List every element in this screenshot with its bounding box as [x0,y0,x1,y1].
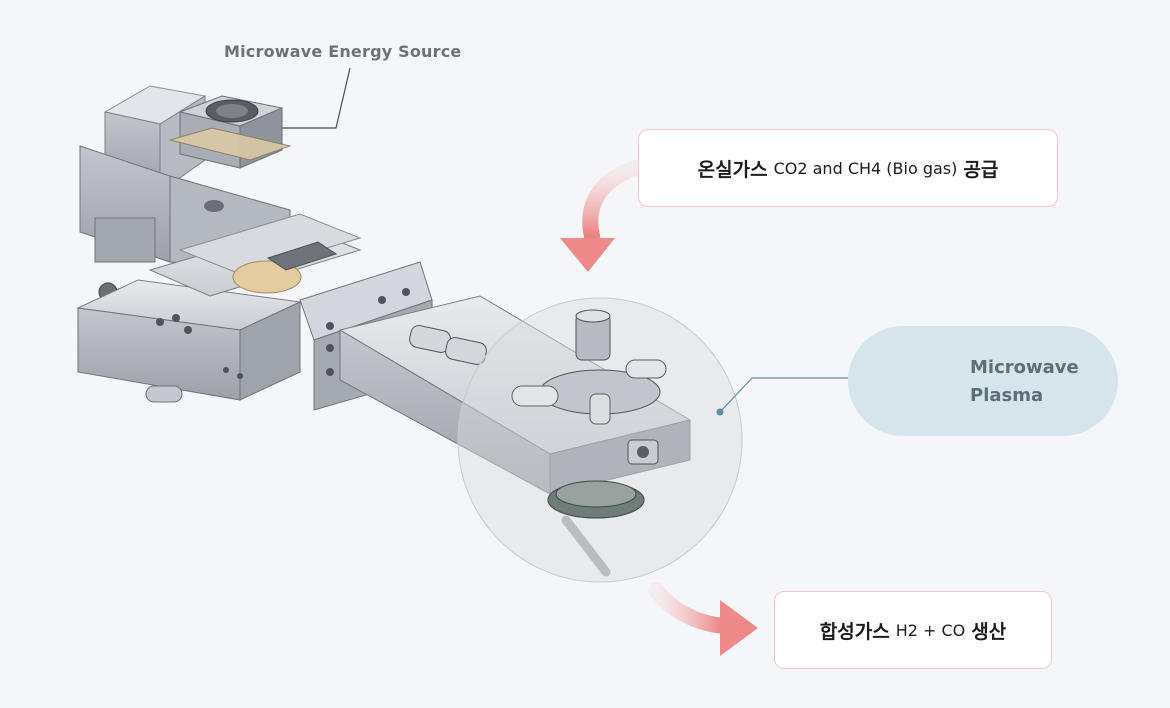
input-korean-label: 온실가스 [697,158,768,181]
waveguide-block [76,213,362,403]
plasma-leader-dot [716,408,724,416]
input-gas-box: 온실가스 CO2 and CH4 (Bio gas) 공급 [638,129,1058,207]
energy-source-label: Microwave Energy Source [224,42,462,61]
plasma-leader-line [719,377,858,413]
output-english-label: H2 + CO [895,620,966,640]
plasma-label-line2: Plasma [970,385,1044,406]
output-korean-label: 합성가스 [819,620,890,643]
energy-leader-line [282,67,351,129]
input-arrow [560,160,643,272]
plasma-label: Microwave Plasma [970,354,1079,410]
output-korean-suffix: 생산 [971,620,1007,643]
output-gas-box: 합성가스 H2 + CO 생산 [774,591,1052,669]
plasma-callout [848,326,1118,436]
plasma-reactor [511,309,667,577]
zoom-circle [457,297,743,583]
input-korean-suffix: 공급 [963,158,999,181]
output-arrow [648,582,758,656]
input-english-label: CO2 and CH4 (Bio gas) [773,158,958,178]
plasma-label-line1: Microwave [970,357,1079,378]
